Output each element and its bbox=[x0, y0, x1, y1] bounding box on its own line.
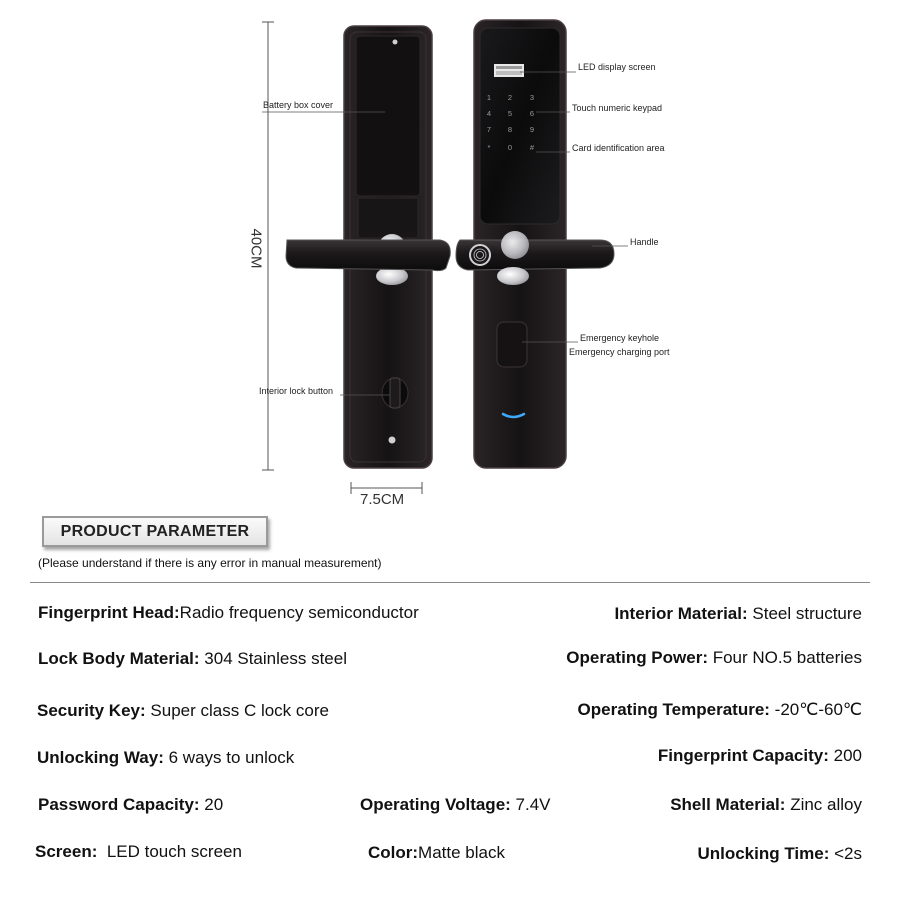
keypad-key: 1 bbox=[487, 93, 491, 102]
spec-value: 304 Stainless steel bbox=[204, 649, 347, 668]
spec-value: 200 bbox=[833, 746, 862, 765]
callout-emergency-keyhole: Emergency keyhole bbox=[580, 333, 660, 343]
spec-operating-voltage: Operating Voltage: 7.4V bbox=[360, 795, 551, 815]
spec-value: Steel structure bbox=[752, 604, 862, 623]
exterior-lock-panel: 1 2 3 4 5 6 7 8 9 * 0 # bbox=[455, 19, 615, 469]
spec-value: Matte black bbox=[418, 843, 505, 862]
keypad-key: 8 bbox=[508, 125, 512, 134]
spec-key: Fingerprint Capacity: bbox=[657, 746, 829, 765]
spec-color: Color:Matte black bbox=[368, 843, 505, 863]
keypad-key: * bbox=[488, 143, 491, 152]
product-parameter-header: PRODUCT PARAMETER bbox=[42, 516, 268, 547]
callout-lines bbox=[262, 71, 628, 396]
spec-fingerprint-capacity: Fingerprint Capacity: 200 bbox=[658, 746, 862, 766]
spec-screen: Screen: LED touch screen bbox=[35, 842, 242, 862]
callout-handle: Handle bbox=[630, 237, 659, 247]
height-dimension-label: 40CM bbox=[247, 228, 265, 269]
keypad-key: 2 bbox=[508, 93, 512, 102]
spec-key: Shell Material: bbox=[670, 795, 786, 814]
exterior-handle bbox=[455, 239, 615, 271]
keypad-key: 0 bbox=[508, 143, 512, 152]
keypad-key: 4 bbox=[487, 109, 491, 118]
spec-value: -20℃-60℃ bbox=[774, 700, 862, 719]
interior-lock-panel bbox=[285, 25, 451, 469]
keypad-key: 5 bbox=[508, 109, 512, 118]
spec-unlocking-time: Unlocking Time: <2s bbox=[697, 844, 862, 864]
spec-security-key: Security Key: Super class C lock core bbox=[37, 701, 329, 721]
section-divider bbox=[30, 582, 870, 583]
spec-value: 20 bbox=[204, 795, 224, 814]
emergency-keyhole-cover bbox=[496, 321, 528, 368]
callout-led-display-screen: LED display screen bbox=[578, 62, 656, 72]
callout-emergency-charging-port: Emergency charging port bbox=[569, 347, 670, 357]
spec-password-capacity: Password Capacity: 20 bbox=[38, 795, 223, 815]
spec-key: Color: bbox=[368, 843, 419, 862]
spec-key: Interior Material: bbox=[614, 604, 748, 623]
spec-key: Security Key: bbox=[37, 701, 146, 720]
spec-key: Unlocking Time: bbox=[697, 844, 830, 863]
width-dimension-label: 7.5CM bbox=[360, 491, 405, 508]
spec-value: Radio frequency semiconductor bbox=[179, 603, 419, 622]
spec-key: Screen: bbox=[35, 842, 98, 861]
callout-touch-numeric-keypad: Touch numeric keypad bbox=[572, 103, 663, 113]
width-dimension-line bbox=[350, 482, 423, 494]
spec-key: Fingerprint Head: bbox=[38, 603, 180, 622]
keypad-key: 3 bbox=[530, 93, 534, 102]
spec-key: Password Capacity: bbox=[38, 795, 200, 814]
interior-lock-button bbox=[389, 377, 401, 409]
spec-value: 6 ways to unlock bbox=[168, 748, 295, 767]
height-dimension-line bbox=[262, 21, 274, 471]
callout-interior-lock-button: Interior lock button bbox=[259, 386, 334, 396]
blue-indicator-light bbox=[501, 412, 526, 419]
touch-numeric-keypad: 1 2 3 4 5 6 7 8 9 * 0 # bbox=[487, 93, 535, 152]
spec-value: Zinc alloy bbox=[790, 795, 862, 814]
led-display-screen bbox=[494, 64, 524, 77]
spec-fingerprint-head: Fingerprint Head:Radio frequency semicon… bbox=[38, 603, 419, 623]
keypad-key: 9 bbox=[530, 125, 534, 134]
section-title: PRODUCT PARAMETER bbox=[60, 522, 250, 540]
spec-key: Unlocking Way: bbox=[37, 748, 164, 767]
spec-operating-power: Operating Power: Four NO.5 batteries bbox=[566, 648, 862, 668]
callout-battery-box-cover: Battery box cover bbox=[263, 100, 334, 110]
spec-unlocking-way: Unlocking Way: 6 ways to unlock bbox=[37, 748, 294, 768]
fingerprint-sensor-icon bbox=[473, 248, 487, 262]
product-figure: 1 2 3 4 5 6 7 8 9 * 0 # Battery box cover LED displ… bbox=[247, 19, 670, 508]
spec-key: Operating Temperature: bbox=[577, 700, 770, 719]
spec-shell-material: Shell Material: Zinc alloy bbox=[670, 795, 862, 815]
interior-handle bbox=[285, 239, 451, 272]
spec-key: Operating Voltage: bbox=[360, 795, 511, 814]
screw-icon bbox=[392, 39, 398, 45]
spec-value: LED touch screen bbox=[106, 842, 242, 861]
spec-lock-body-material: Lock Body Material: 304 Stainless steel bbox=[38, 649, 347, 669]
callout-card-identification-area: Card identification area bbox=[572, 143, 665, 153]
spec-value: Four NO.5 batteries bbox=[712, 648, 862, 667]
keypad-key: 7 bbox=[487, 125, 491, 134]
spec-value: 7.4V bbox=[515, 795, 551, 814]
keypad-key: # bbox=[530, 143, 535, 152]
spec-key: Lock Body Material: bbox=[38, 649, 200, 668]
spec-operating-temperature: Operating Temperature: -20℃-60℃ bbox=[578, 700, 862, 720]
screw-icon bbox=[388, 436, 396, 444]
measurement-disclaimer: (Please understand if there is any error… bbox=[38, 556, 382, 570]
spec-interior-material: Interior Material: Steel structure bbox=[614, 604, 862, 624]
smart-lock-illustration: 1 2 3 4 5 6 7 8 9 * 0 # bbox=[262, 19, 628, 494]
spec-key: Operating Power: bbox=[566, 648, 708, 667]
spec-value: Super class C lock core bbox=[150, 701, 329, 720]
spec-value: <2s bbox=[834, 844, 862, 863]
keypad-key: 6 bbox=[530, 109, 534, 118]
